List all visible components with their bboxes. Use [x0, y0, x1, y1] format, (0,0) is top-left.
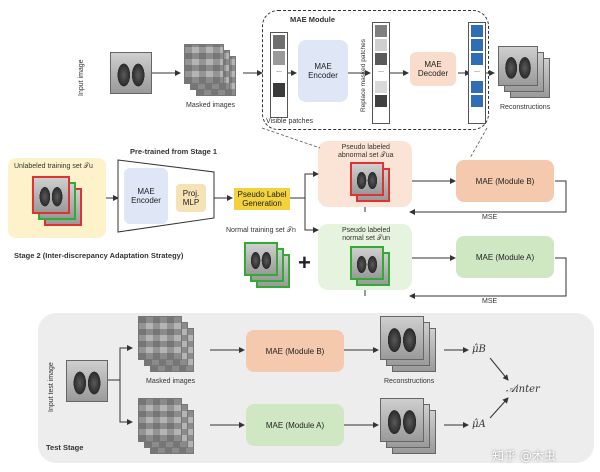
- mse-label-top: MSE: [482, 214, 498, 221]
- proj-mlp-box: Proj. MLP: [176, 184, 206, 212]
- masked-images-label-top: Masked images: [186, 102, 236, 109]
- input-xray-image: [110, 52, 152, 94]
- mae-module-a-stage2: MAE (Module A): [456, 236, 554, 278]
- test-recon-b-1: [380, 316, 424, 360]
- test-input-xray: [66, 360, 108, 402]
- a-inter-symbol: 𝒜inter: [506, 384, 540, 395]
- stage2-title: Stage 2 (Inter-discrepancy Adaptation St…: [14, 251, 184, 260]
- mae-encoder-stage2: MAE Encoder: [124, 168, 168, 224]
- input-test-label: Input test image: [48, 362, 55, 412]
- watermark: 知乎 @木虫: [492, 449, 556, 463]
- mse-label-bottom: MSE: [482, 298, 498, 305]
- replaced-patches-column: ...: [372, 22, 390, 124]
- abnormal-set-label: Pseudo labeled abnormal set 𝒯ua: [338, 144, 394, 159]
- normal-training-xray-1: [244, 242, 278, 276]
- normal-set-label: Pseudo labeled normal set 𝒯un: [342, 227, 391, 242]
- plus-sign: +: [298, 250, 311, 275]
- reconstruction-stack-top-1: [498, 46, 538, 86]
- masked-image-stack-1: [184, 44, 224, 84]
- output-patches-column: ...: [468, 22, 486, 124]
- mae-decoder-top: MAE Decoder: [410, 52, 456, 86]
- mae-encoder-top: MAE Encoder: [298, 40, 348, 102]
- mae-module-b-test: MAE (Module B): [246, 330, 344, 372]
- pseudo-label-generation: Pseudo Label Generation: [234, 188, 290, 210]
- replaced-patches-dots: ...: [378, 67, 384, 74]
- input-image-label: Input image: [78, 59, 85, 96]
- normal-training-label: Normal training set 𝒯n: [226, 227, 296, 234]
- visible-patches-column: ...: [270, 32, 288, 118]
- test-masked-b-1: [138, 316, 182, 360]
- test-recon-a-1: [380, 398, 424, 442]
- abnormal-xray-1: [350, 162, 384, 196]
- test-stage-title: Test Stage: [46, 443, 84, 452]
- mae-module-title: MAE Module: [290, 15, 335, 24]
- unlabeled-xray-1: [32, 176, 70, 214]
- reconstructions-label-test: Reconstructions: [384, 378, 435, 385]
- unlabeled-set-label: Unlabeled training set 𝒯u: [14, 163, 93, 170]
- mu-a-symbol: μ̂A: [472, 419, 486, 430]
- pretrained-label: Pre-trained from Stage 1: [130, 147, 218, 156]
- mu-b-symbol: μ̂B: [472, 344, 486, 355]
- reconstructions-label-top: Reconstructions: [500, 104, 551, 111]
- mae-module-b-stage2: MAE (Module B): [456, 160, 554, 202]
- replace-masked-label: Replace masked patches: [360, 39, 367, 112]
- output-patches-dots: ...: [474, 67, 480, 74]
- masked-images-label-test: Masked images: [146, 378, 196, 385]
- test-masked-a-1: [138, 398, 182, 442]
- visible-patches-label: Visible patches: [266, 118, 313, 125]
- normal-pseudo-xray-1: [350, 246, 384, 280]
- mae-module-a-test: MAE (Module A): [246, 404, 344, 446]
- visible-patches-dots: ...: [276, 67, 282, 74]
